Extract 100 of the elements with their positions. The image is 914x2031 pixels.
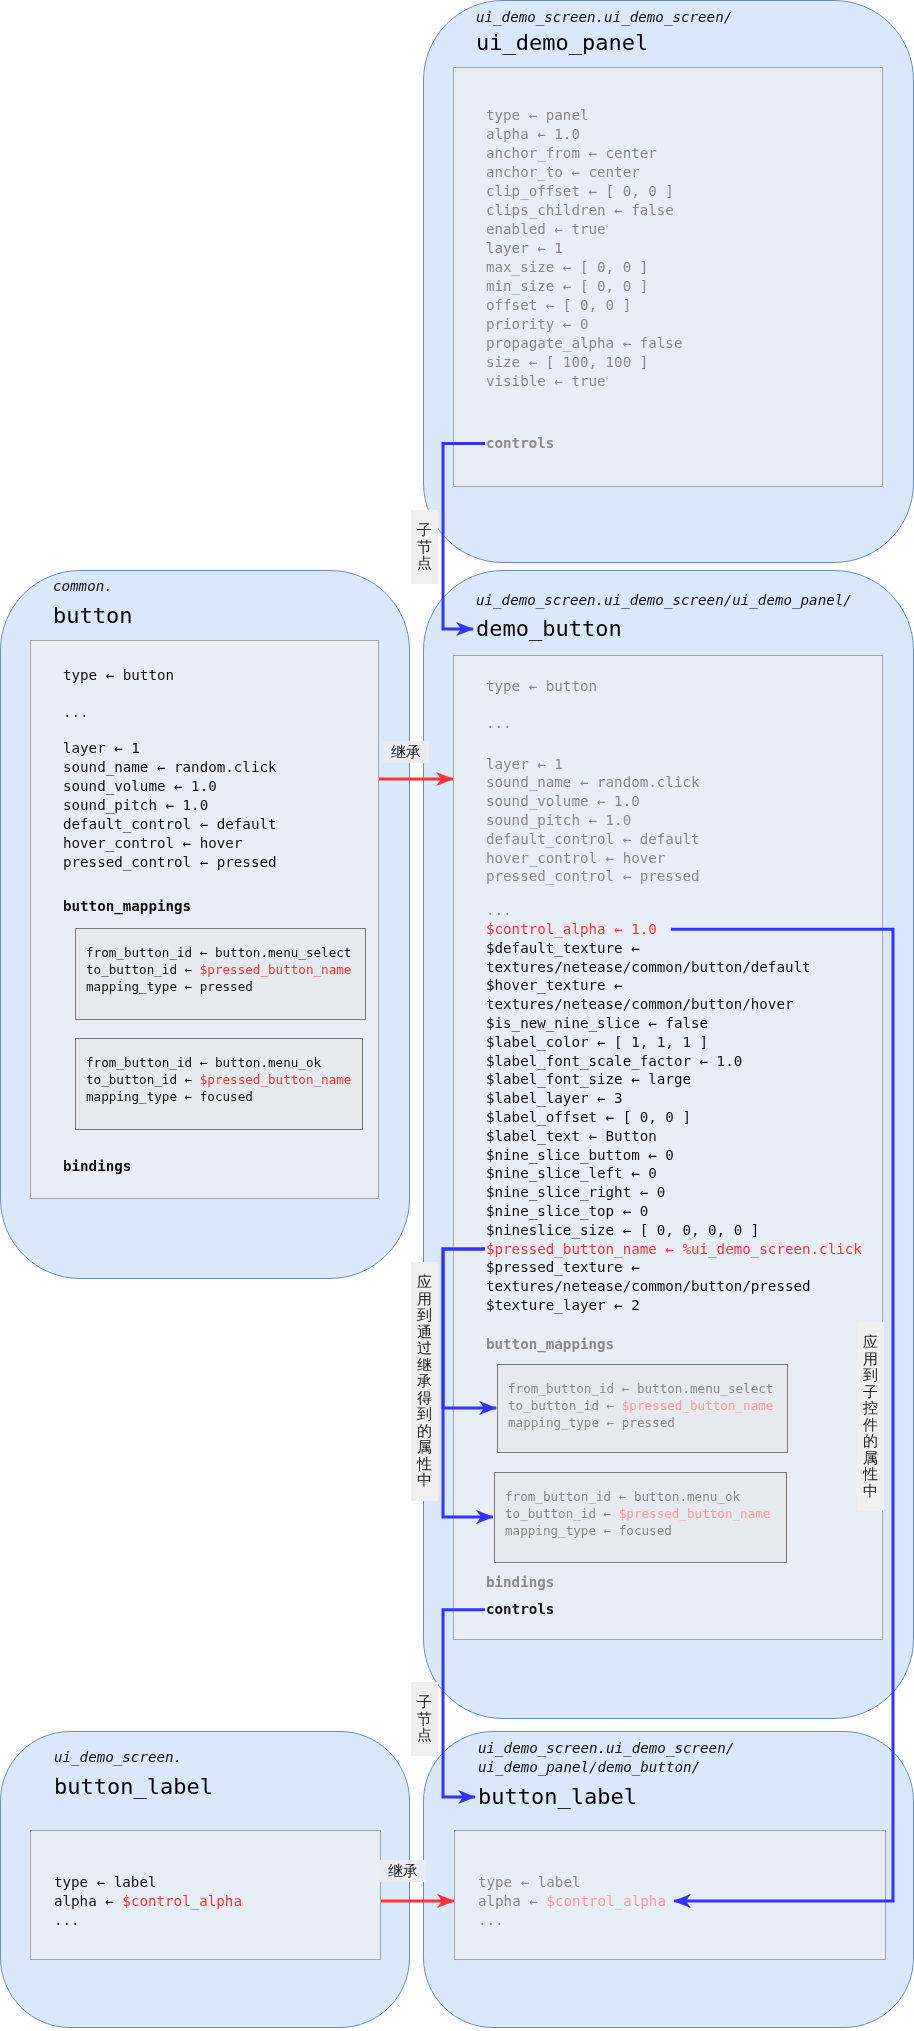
property-line: layer ← 1 — [486, 755, 563, 772]
property-line: to_button_id ← — [86, 962, 193, 977]
property-panel — [30, 640, 379, 1199]
property-line: sound_pitch ← 1.0 — [63, 797, 209, 813]
property-line: type ← button — [63, 667, 175, 683]
property-line: ... — [486, 714, 512, 731]
property-line: sound_volume ← 1.0 — [486, 793, 640, 810]
property-line: propagate_alpha ← false — [486, 335, 683, 351]
property-line: offset ← [ 0, 0 ] — [486, 297, 632, 313]
highlighted-property: controls — [486, 1601, 555, 1618]
property-line: $hover_texture ← textures/netease/common/button/hover — [486, 977, 794, 1013]
property-panel — [453, 67, 883, 487]
property-line: priority ← 0 — [486, 316, 589, 332]
path-label: common. — [53, 577, 114, 596]
variable-reference: $pressed_button_name — [199, 1072, 352, 1087]
property-line: sound_volume ← 1.0 — [63, 778, 217, 794]
node-title: button_label — [54, 1773, 213, 1801]
mapping-box — [75, 928, 366, 1020]
section-heading: bindings — [486, 1573, 555, 1590]
connector-arrow — [441, 1608, 485, 1804]
path-label: ui_demo_screen.ui_demo_screen/ui_demo_panel/ — [476, 591, 853, 610]
property-line: ... — [54, 1912, 80, 1928]
edge-label: 应用到子控件的属性中 — [857, 1322, 884, 1511]
property-line: alpha ← 1.0 — [486, 126, 580, 142]
property-line: to_button_id ← — [508, 1397, 615, 1413]
property-line: anchor_to ← center — [486, 164, 640, 180]
property-line: visible ← true — [486, 373, 606, 389]
section-heading: button_mappings — [63, 898, 192, 914]
connector-arrow — [381, 1894, 455, 1908]
property-line: type ← panel — [486, 107, 589, 123]
edge-label: 应用到通过继承得到的属性中 — [411, 1262, 438, 1501]
highlighted-property: $pressed_button_name ← %ui_demo_screen.click — [486, 1240, 862, 1257]
property-line: $label_offset ← [ 0, 0 ] — [486, 1108, 691, 1125]
property-line: max_size ← [ 0, 0 ] — [486, 259, 649, 275]
mapping-box — [75, 1038, 363, 1130]
property-line: default_control ← default — [486, 830, 700, 847]
node-title: ui_demo_panel — [476, 29, 649, 57]
variable-reference: $pressed_button_name — [199, 962, 352, 977]
property-line: $nine_slice_right ← 0 — [486, 1184, 666, 1201]
property-line: $default_texture ← textures/netease/common/button/default — [486, 939, 811, 975]
edge-label: 子节点 — [411, 1682, 438, 1756]
property-line: $texture_layer ← 2 — [486, 1296, 640, 1313]
section-heading: button_mappings — [486, 1335, 615, 1352]
property-line: $is_new_nine_slice ← false — [486, 1014, 709, 1031]
property-line: from_button_id ← button.menu_ok — [505, 1488, 741, 1504]
section-heading: bindings — [63, 1158, 132, 1174]
property-line: from_button_id ← button.menu_select — [86, 945, 352, 960]
property-line: alpha ← — [54, 1893, 114, 1909]
property-line: pressed_control ← pressed — [63, 854, 277, 870]
property-line: mapping_type ← focused — [86, 1089, 253, 1104]
highlighted-property: $control_alpha ← 1.0 — [486, 920, 657, 937]
path-label: ui_demo_screen. — [54, 1748, 184, 1767]
property-line: min_size ← [ 0, 0 ] — [486, 278, 649, 294]
property-line: sound_pitch ← 1.0 — [486, 812, 632, 828]
property-line: $label_color ← [ 1, 1, 1 ] — [486, 1033, 709, 1050]
property-line: $nine_slice_top ← 0 — [486, 1202, 649, 1219]
property-panel — [30, 1830, 381, 1960]
property-line: mapping_type ← pressed — [86, 979, 253, 994]
variable-reference: $control_alpha — [122, 1893, 242, 1909]
variable-reference: $pressed_button_name — [618, 1505, 771, 1521]
property-line: from_button_id ← button.menu_select — [508, 1380, 774, 1396]
property-line: $nine_slice_buttom ← 0 — [486, 1146, 674, 1163]
property-line: anchor_from ← center — [486, 145, 657, 161]
property-line: type ← label — [478, 1874, 581, 1890]
path-label: ui_demo_screen.ui_demo_screen/ — [476, 8, 734, 27]
variable-reference: $pressed_button_name — [621, 1397, 774, 1413]
mapping-box — [494, 1471, 787, 1563]
property-panel — [454, 1830, 886, 1960]
connector-arrow — [670, 927, 895, 1908]
property-line: sound_name ← random.click — [63, 759, 277, 775]
edge-label: 继承 — [383, 741, 429, 763]
property-line: hover_control ← hover — [63, 835, 243, 851]
property-line: hover_control ← hover — [486, 849, 666, 866]
property-line: layer ← 1 — [486, 240, 563, 256]
edge-label: 子节点 — [411, 510, 438, 584]
property-line: $nine_slice_left ← 0 — [486, 1165, 657, 1182]
node-title: button_label — [478, 1783, 637, 1811]
property-line: size ← [ 100, 100 ] — [486, 354, 649, 370]
mapping-box — [497, 1363, 788, 1453]
property-line: to_button_id ← — [86, 1072, 193, 1087]
property-line: from_button_id ← button.menu_ok — [86, 1055, 322, 1070]
property-line: $pressed_texture ← textures/netease/common/button/pressed — [486, 1259, 811, 1295]
property-line: alpha ← — [478, 1893, 538, 1909]
property-line: clip_offset ← [ 0, 0 ] — [486, 183, 674, 199]
connector-arrow — [379, 772, 454, 786]
property-line: type ← label — [54, 1874, 157, 1890]
property-line: pressed_control ← pressed — [486, 868, 700, 885]
highlighted-property: controls — [486, 435, 555, 451]
property-line: mapping_type ← pressed — [508, 1414, 675, 1430]
property-line: default_control ← default — [63, 816, 277, 832]
property-line: $label_font_scale_factor ← 1.0 — [486, 1052, 743, 1069]
connector-arrow — [441, 1247, 494, 1524]
property-line: ... — [478, 1912, 504, 1928]
property-line: type ← button — [486, 678, 598, 694]
property-line: $label_font_size ← large — [486, 1071, 691, 1088]
property-line: ... — [486, 902, 512, 919]
node-title: demo_button — [476, 615, 622, 643]
variable-reference: $control_alpha — [546, 1893, 666, 1909]
property-line: $label_text ← Button — [486, 1127, 657, 1144]
property-line: layer ← 1 — [63, 740, 140, 756]
